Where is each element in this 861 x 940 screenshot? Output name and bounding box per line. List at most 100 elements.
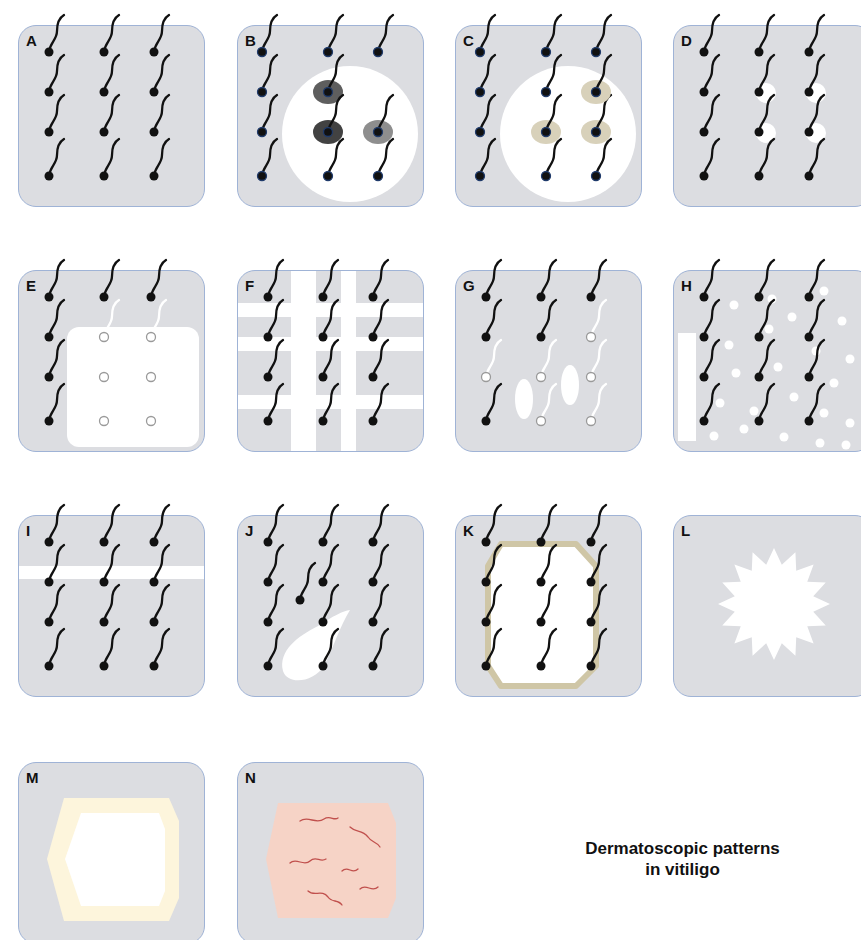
hair-follicle — [45, 128, 54, 137]
hair-follicle — [319, 373, 328, 382]
hair-shaft — [596, 55, 611, 92]
hair-shaft — [809, 384, 824, 421]
telangiectasia — [290, 859, 326, 863]
hair-shaft — [49, 545, 64, 582]
hair-shaft — [151, 384, 166, 421]
confetti-macule — [830, 379, 839, 388]
pattern-panel: E — [18, 270, 205, 452]
hair-follicle — [755, 172, 764, 181]
hair-shaft — [759, 15, 774, 52]
hair-shaft — [268, 629, 283, 666]
telangiectasia — [360, 887, 378, 889]
hair-follicle — [482, 618, 491, 627]
hair-shaft — [541, 384, 556, 421]
hair-shaft — [49, 585, 64, 622]
hair-shaft — [809, 260, 824, 297]
hair-follicle — [700, 128, 709, 137]
hair-follicle — [369, 662, 378, 671]
pattern-panel: F — [237, 270, 424, 452]
hair-follicle — [258, 88, 267, 97]
panel-letter: D — [674, 26, 692, 49]
hair-follicle — [150, 618, 159, 627]
hair-follicle — [319, 538, 328, 547]
hair-follicle — [700, 373, 709, 382]
hair-follicle — [805, 293, 814, 302]
hair-shaft — [486, 340, 501, 377]
illustration-group — [266, 803, 396, 918]
illustration-group — [45, 260, 200, 447]
pattern-panel: I — [18, 515, 205, 697]
hair-shaft — [154, 55, 169, 92]
hair-shaft — [704, 340, 719, 377]
hair-follicle — [45, 618, 54, 627]
hair-follicle — [100, 538, 109, 547]
hair-shaft — [151, 260, 166, 297]
pattern-panel: G — [455, 270, 642, 452]
hair-follicle — [542, 172, 551, 181]
hair-follicle — [587, 538, 596, 547]
hair-shaft — [541, 505, 556, 542]
hair-shaft — [154, 95, 169, 132]
hair-shaft — [373, 585, 388, 622]
hair-shaft — [49, 300, 64, 337]
hair-follicle — [587, 578, 596, 587]
hair-shaft — [323, 629, 338, 666]
hair-follicle — [755, 373, 764, 382]
depigmented-spot — [515, 379, 533, 419]
hair-shaft — [323, 384, 338, 421]
hair-shaft — [154, 505, 169, 542]
panel-illustration — [238, 271, 423, 451]
hair-shaft — [373, 300, 388, 337]
hair-shaft — [49, 15, 64, 52]
panel-letter: I — [19, 516, 30, 539]
hair-shaft — [809, 340, 824, 377]
panel-illustration — [456, 516, 641, 696]
illustration-group — [264, 505, 389, 680]
hair-shaft — [49, 260, 64, 297]
hair-follicle — [100, 128, 109, 137]
hair-follicle — [100, 333, 109, 342]
telangiectasia — [342, 869, 358, 871]
hair-follicle — [258, 48, 267, 57]
hair-follicle — [147, 373, 156, 382]
illustration-group — [19, 505, 204, 671]
hair-follicle — [369, 538, 378, 547]
hair-shaft — [268, 505, 283, 542]
hair-follicle — [587, 333, 596, 342]
confetti-macule — [765, 325, 774, 334]
hair-follicle — [264, 618, 273, 627]
hair-shaft — [704, 95, 719, 132]
hair-shaft — [104, 139, 119, 176]
confetti-macule — [710, 432, 719, 441]
illustration-group — [718, 548, 830, 660]
hair-shaft — [809, 95, 824, 132]
hair-follicle — [542, 48, 551, 57]
panel-letter: K — [456, 516, 474, 539]
hair-follicle — [537, 417, 546, 426]
pattern-panel: L — [673, 515, 861, 697]
illustration-group — [45, 15, 170, 181]
depigmented-patch — [678, 333, 696, 441]
hair-shaft — [104, 260, 119, 297]
hair-shaft — [154, 15, 169, 52]
hair-shaft — [49, 384, 64, 421]
hair-follicle — [150, 662, 159, 671]
hair-shaft — [104, 340, 119, 377]
pattern-panel: A — [18, 25, 205, 207]
hair-follicle — [537, 618, 546, 627]
hair-follicle — [369, 293, 378, 302]
hair-shaft — [704, 55, 719, 92]
hair-shaft — [262, 139, 277, 176]
hair-shaft — [546, 55, 561, 92]
hair-shaft — [480, 15, 495, 52]
hair-shaft — [541, 260, 556, 297]
hair-shaft — [104, 55, 119, 92]
hair-follicle — [147, 293, 156, 302]
hair-shaft — [591, 384, 606, 421]
hair-follicle — [369, 618, 378, 627]
illustration-group — [482, 260, 607, 426]
hair-follicle — [369, 578, 378, 587]
hair-follicle — [264, 333, 273, 342]
panel-letter: B — [238, 26, 256, 49]
hair-follicle — [587, 662, 596, 671]
